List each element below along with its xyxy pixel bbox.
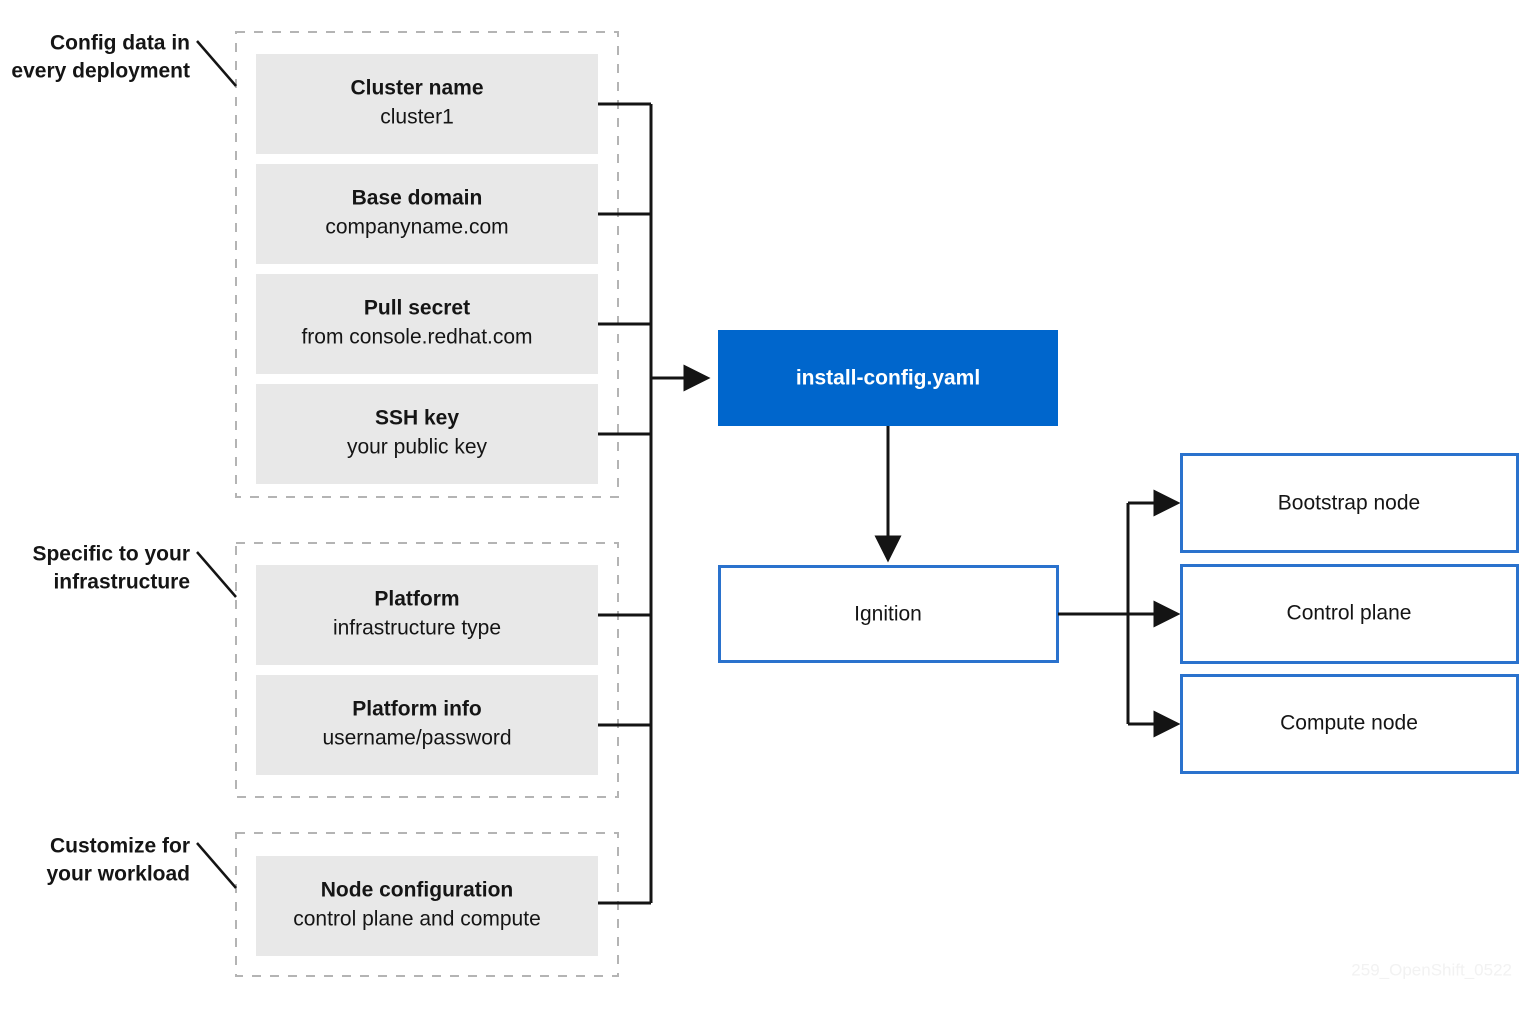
card-rect-cluster-name	[256, 54, 598, 154]
card-rect-node-configuration	[256, 856, 598, 956]
control-plane-box	[1180, 564, 1519, 664]
card-title-platform: Platform	[374, 588, 459, 611]
install-config-box	[718, 330, 1058, 426]
ignition-box	[718, 565, 1059, 663]
compute-node-box	[1180, 674, 1519, 774]
group-label-workload-config-line2: your workload	[46, 863, 190, 886]
ignition-label: Ignition	[854, 603, 922, 626]
card-rect-platform	[256, 565, 598, 665]
card-subtitle-platform: infrastructure type	[333, 617, 501, 640]
card-title-platform-info: Platform info	[352, 698, 482, 721]
group-label-common-config-line1: Config data in	[50, 32, 190, 55]
bootstrap-node-label: Bootstrap node	[1278, 492, 1420, 515]
group-frame-common-config	[235, 31, 619, 498]
group-label-workload-config-line1: Customize for	[50, 835, 190, 858]
group-label-infrastructure-config-line1: Specific to your	[32, 543, 190, 566]
watermark-label: 259_OpenShift_0522	[1351, 960, 1512, 979]
card-rect-platform-info	[256, 675, 598, 775]
card-subtitle-pull-secret: from console.redhat.com	[301, 326, 532, 349]
card-subtitle-ssh-key: your public key	[347, 436, 488, 459]
card-title-pull-secret: Pull secret	[364, 297, 470, 320]
install-config-label: install-config.yaml	[796, 367, 980, 390]
group-label-common-config-line2: every deployment	[11, 60, 190, 83]
card-rect-pull-secret	[256, 274, 598, 374]
control-plane-label: Control plane	[1287, 602, 1412, 625]
card-subtitle-platform-info: username/password	[322, 727, 511, 750]
card-subtitle-node-configuration: control plane and compute	[293, 908, 541, 931]
leader-line-workload-config	[196, 842, 237, 889]
card-subtitle-cluster-name: cluster1	[380, 106, 454, 129]
bootstrap-node-box	[1180, 453, 1519, 553]
card-title-base-domain: Base domain	[352, 187, 483, 210]
card-title-node-configuration: Node configuration	[321, 879, 514, 902]
leader-line-common-config	[196, 40, 237, 87]
group-frame-infrastructure-config	[235, 542, 619, 798]
card-rect-ssh-key	[256, 384, 598, 484]
card-subtitle-base-domain: companyname.com	[325, 216, 508, 239]
group-label-infrastructure-config-line2: infrastructure	[53, 571, 190, 594]
card-title-ssh-key: SSH key	[375, 407, 459, 430]
leader-line-infrastructure-config	[196, 551, 237, 598]
card-title-cluster-name: Cluster name	[350, 77, 483, 100]
compute-node-label: Compute node	[1280, 712, 1418, 735]
card-rect-base-domain	[256, 164, 598, 264]
